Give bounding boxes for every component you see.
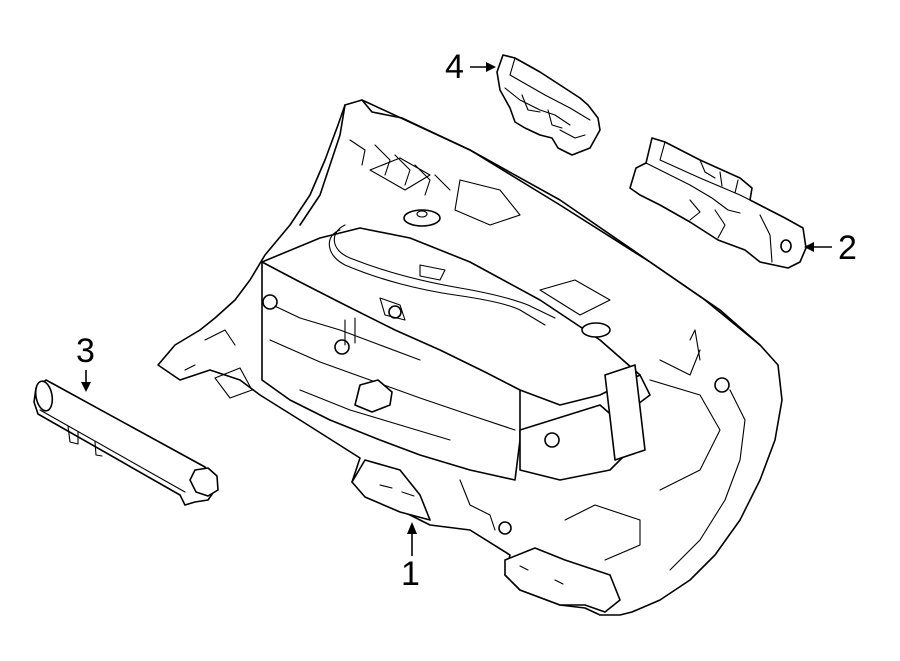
callout-arrowhead-4 [486, 62, 496, 72]
left-bracket [496, 54, 601, 156]
callout-arrowhead-3 [81, 382, 91, 392]
callout-3: 3 [76, 332, 95, 392]
callout-2: 2 [804, 229, 857, 267]
callout-label-3: 3 [76, 332, 95, 370]
callout-label-1: 1 [401, 555, 420, 593]
callout-4: 4 [445, 48, 496, 86]
callout-arrowhead-1 [407, 522, 417, 534]
callout-label-4: 4 [445, 48, 464, 86]
damper-rod [33, 379, 219, 506]
glove-box-assembly [157, 99, 783, 616]
callout-arrowhead-2 [804, 242, 814, 252]
right-bracket [629, 137, 807, 269]
callout-1: 1 [401, 522, 420, 593]
callout-label-2: 2 [838, 229, 857, 267]
